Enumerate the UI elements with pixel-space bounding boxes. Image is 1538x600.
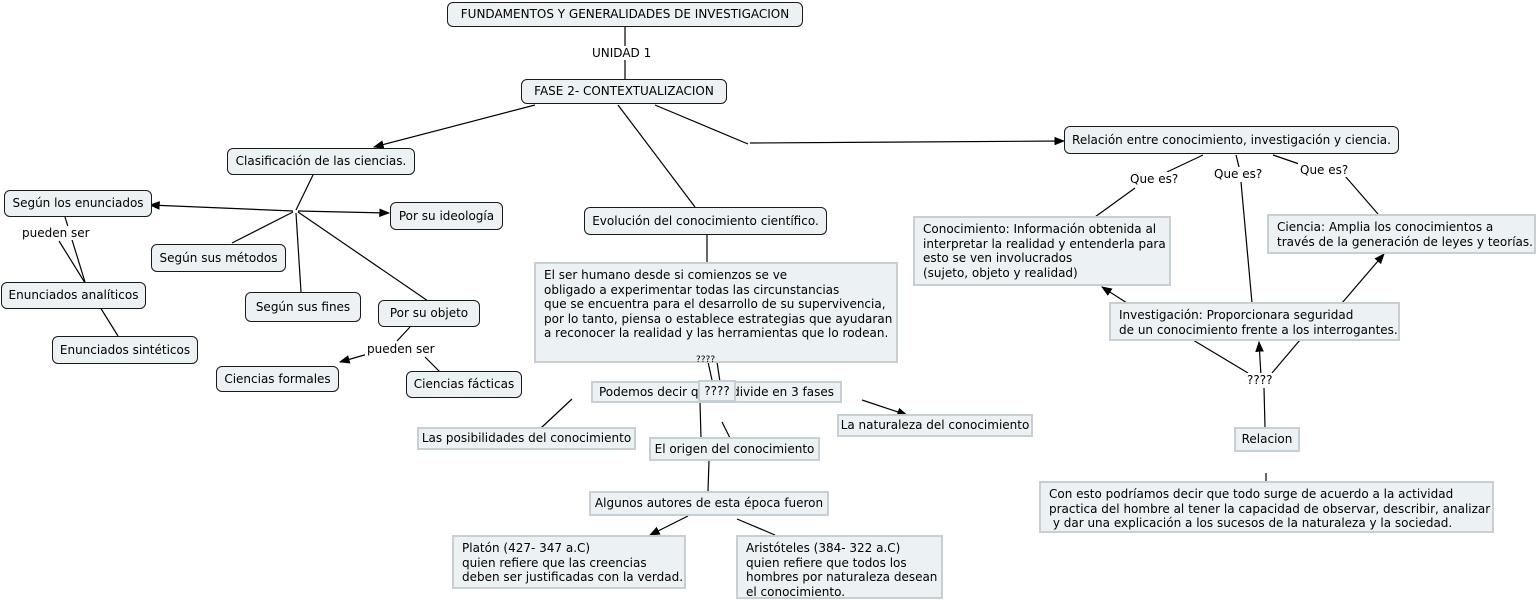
segun-enunciados-node[interactable]: Según los enunciados (4, 190, 152, 217)
unidad-1-label: UNIDAD 1 (590, 46, 654, 60)
link-podemos-naturaleza (861, 399, 909, 417)
por-ideologia-node[interactable]: Por su ideología (390, 202, 503, 230)
link-hub-fines (295, 212, 302, 293)
link-fase2-evolucion (617, 104, 696, 208)
platon-text: Platón (427- 347 a.C) quien refiere que … (452, 535, 686, 589)
podemos-decir-tail-text: divide en 3 fases (732, 384, 834, 399)
link-relacion-quees1 (1166, 154, 1204, 173)
conocimiento-text: Conocimiento: Información obtenida al in… (913, 216, 1171, 286)
enunciados-analiticos-node[interactable]: Enunciados analíticos (1, 282, 146, 309)
link-quees1-conocimiento (1094, 187, 1136, 218)
link-clasificacion-hub (295, 174, 314, 211)
link-origen-autores (707, 460, 710, 492)
link-investigacion-interrog-a (1192, 339, 1249, 374)
podemos-decir-text: Podemos decir q (599, 384, 699, 399)
relacion-node[interactable]: Relacion (1234, 427, 1300, 452)
fase-2-node[interactable]: FASE 2- CONTEXTUALIZACION (521, 79, 727, 104)
link-podemos-origen (699, 401, 702, 439)
link-texto-interrog-a (716, 361, 721, 383)
link-texto-interrog-b (707, 361, 713, 381)
link-interrog-relacion (1263, 387, 1266, 428)
link-autores-aristoteles (736, 518, 776, 536)
link-investigacion-ciencia (1341, 253, 1385, 304)
link-fase2-clasificacion (372, 104, 536, 149)
pueden-ser-label: pueden ser (365, 342, 437, 356)
link-pueden-formales (338, 353, 369, 364)
interrogation-label: ???? (696, 355, 716, 365)
link-podemos-posibilidades (540, 398, 573, 429)
link-hub-enunciados (148, 201, 294, 212)
que-es-label: Que es? (1298, 163, 1351, 177)
segun-metodos-node[interactable]: Según sus métodos (151, 244, 286, 272)
link-podemos-origen-b (721, 421, 731, 439)
link-relacion-quees2 (1235, 154, 1240, 168)
evolucion-conocimiento-node[interactable]: Evolución del conocimiento científico. (584, 207, 827, 235)
link-interrog-investigacion (1255, 340, 1264, 377)
interrogation-label: ???? (1245, 373, 1275, 387)
link-pueden-facticas (424, 356, 441, 373)
investigacion-text: Investigación: Proporcionara seguridad d… (1109, 302, 1400, 341)
link-investigacion-conocimiento (1101, 286, 1128, 304)
enunciados-sinteticos-node[interactable]: Enunciados sintéticos (52, 336, 198, 364)
que-es-label: Que es? (1128, 172, 1181, 186)
link-fase2-relacion-a (654, 104, 749, 145)
interrogation-box[interactable]: ???? (698, 380, 736, 402)
link-autores-platon (649, 515, 689, 536)
root-node[interactable]: FUNDAMENTOS Y GENERALIDADES DE INVESTIGA… (447, 2, 803, 27)
que-es-label: Que es? (1212, 167, 1265, 181)
ciencia-text: Ciencia: Amplia los conocimientos a trav… (1267, 214, 1536, 254)
ser-humano-text: El ser humano desde si comienzos se ve o… (534, 262, 898, 363)
relacion-conocimiento-investigacion-ciencia-node[interactable]: Relación entre conocimiento, investigaci… (1064, 126, 1399, 154)
link-hub-objeto (297, 211, 429, 302)
clasificacion-ciencias-node[interactable]: Clasificación de las ciencias. (227, 148, 415, 175)
segun-fines-node[interactable]: Según sus fines (245, 292, 361, 322)
link-quees3-ciencia (1344, 175, 1379, 215)
posibilidades-conocimiento-node[interactable]: Las posibilidades del conocimiento (417, 427, 636, 450)
origen-conocimiento-node[interactable]: El origen del conocimiento (649, 437, 820, 461)
por-objeto-node[interactable]: Por su objeto (378, 300, 480, 327)
con-esto-text: Con esto podríamos decir que todo surge … (1039, 481, 1494, 533)
ciencias-facticas-node[interactable]: Ciencias fácticas (406, 371, 522, 398)
link-objeto-pueden (396, 326, 411, 342)
link-investigacion-interrog-b (1271, 339, 1301, 374)
pueden-ser-label: pueden ser (20, 226, 92, 240)
naturaleza-conocimiento-node[interactable]: La naturaleza del conocimiento (837, 414, 1033, 437)
algunos-autores-node[interactable]: Algunos autores de esta época fueron (589, 491, 829, 516)
link-quees2-investigacion (1240, 181, 1253, 304)
aristoteles-text: Aristóteles (384- 322 a.C) quien refiere… (736, 535, 943, 599)
link-hub-ideologia (297, 208, 391, 218)
ciencias-formales-node[interactable]: Ciencias formales (216, 366, 339, 392)
link-hub-metodos (231, 211, 294, 244)
link-fase2-relacion-b (749, 136, 1066, 146)
